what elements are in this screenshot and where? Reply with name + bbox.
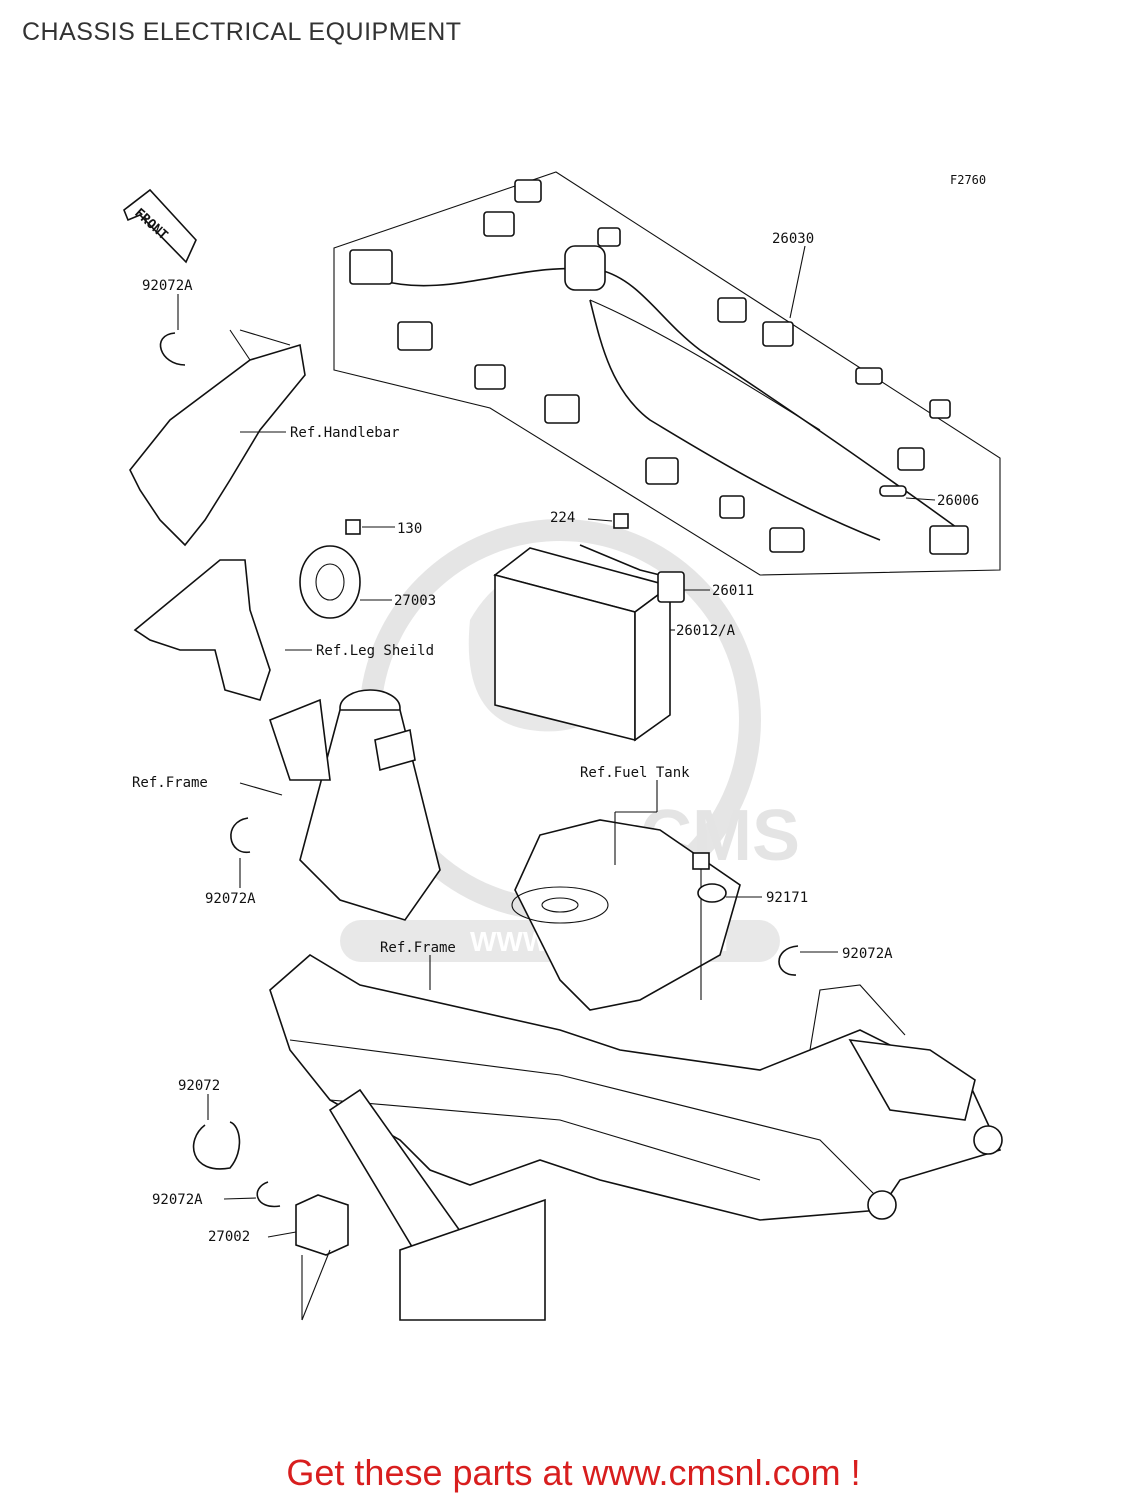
- callout-92072A-mid: 92072A: [205, 891, 256, 907]
- horn-27003[interactable]: [299, 545, 361, 619]
- footer-cta-link[interactable]: Get these parts at www.cmsnl.com !: [286, 1452, 861, 1493]
- page-title: CHASSIS ELECTRICAL EQUIPMENT: [22, 18, 462, 46]
- clamp-92171[interactable]: [697, 883, 727, 903]
- callout-92072A-low: 92072A: [152, 1192, 203, 1208]
- main-frame: [269, 954, 1003, 1321]
- ref-frame-center: Ref.Frame: [380, 940, 456, 956]
- relay-27002[interactable]: [295, 1194, 349, 1256]
- callout-26011: 26011: [712, 583, 754, 599]
- bolt-224[interactable]: [613, 513, 629, 529]
- handlebar-bracket: [129, 329, 306, 547]
- ref-handlebar: Ref.Handlebar: [290, 425, 400, 441]
- wiring-harness-26030[interactable]: [333, 171, 1001, 576]
- callout-92072: 92072: [178, 1078, 220, 1094]
- fuse-26006[interactable]: [879, 485, 907, 497]
- front-arrow-icon: FRONT: [123, 188, 197, 264]
- band-92072A-top[interactable]: [159, 332, 186, 366]
- callout-27002: 27002: [208, 1229, 250, 1245]
- callout-92072A-right: 92072A: [842, 946, 893, 962]
- ref-fuel-tank: Ref.Fuel Tank: [580, 765, 690, 781]
- callout-130: 130: [397, 521, 422, 537]
- leg-shield-bracket: [133, 559, 271, 701]
- callout-27003: 27003: [394, 593, 436, 609]
- callout-92171: 92171: [766, 890, 808, 906]
- band-92072A-low[interactable]: [256, 1181, 281, 1208]
- band-92072A-mid[interactable]: [230, 817, 251, 853]
- callout-26030: 26030: [772, 231, 814, 247]
- fuel-tank-tray: [511, 819, 741, 1011]
- frame-head-pipe: [269, 689, 441, 921]
- callout-26012A: 26012/A: [676, 623, 736, 639]
- bolt-130[interactable]: [345, 519, 361, 535]
- callout-26006: 26006: [937, 493, 979, 509]
- figure-code: F2760: [950, 173, 986, 187]
- battery-26012A[interactable]: [493, 547, 672, 742]
- band-92072[interactable]: [192, 1121, 241, 1170]
- parts-diagram: CMS WWW.CMSNL.COM F2760 FRONT 26030: [123, 171, 1003, 1321]
- ref-frame-left: Ref.Frame: [132, 775, 208, 791]
- battery-cable-26011[interactable]: [579, 544, 685, 603]
- ref-leg-shield: Ref.Leg Sheild: [316, 643, 434, 659]
- callout-92072A-top: 92072A: [142, 278, 193, 294]
- callout-224: 224: [550, 510, 575, 526]
- band-92072A-right[interactable]: [778, 945, 799, 976]
